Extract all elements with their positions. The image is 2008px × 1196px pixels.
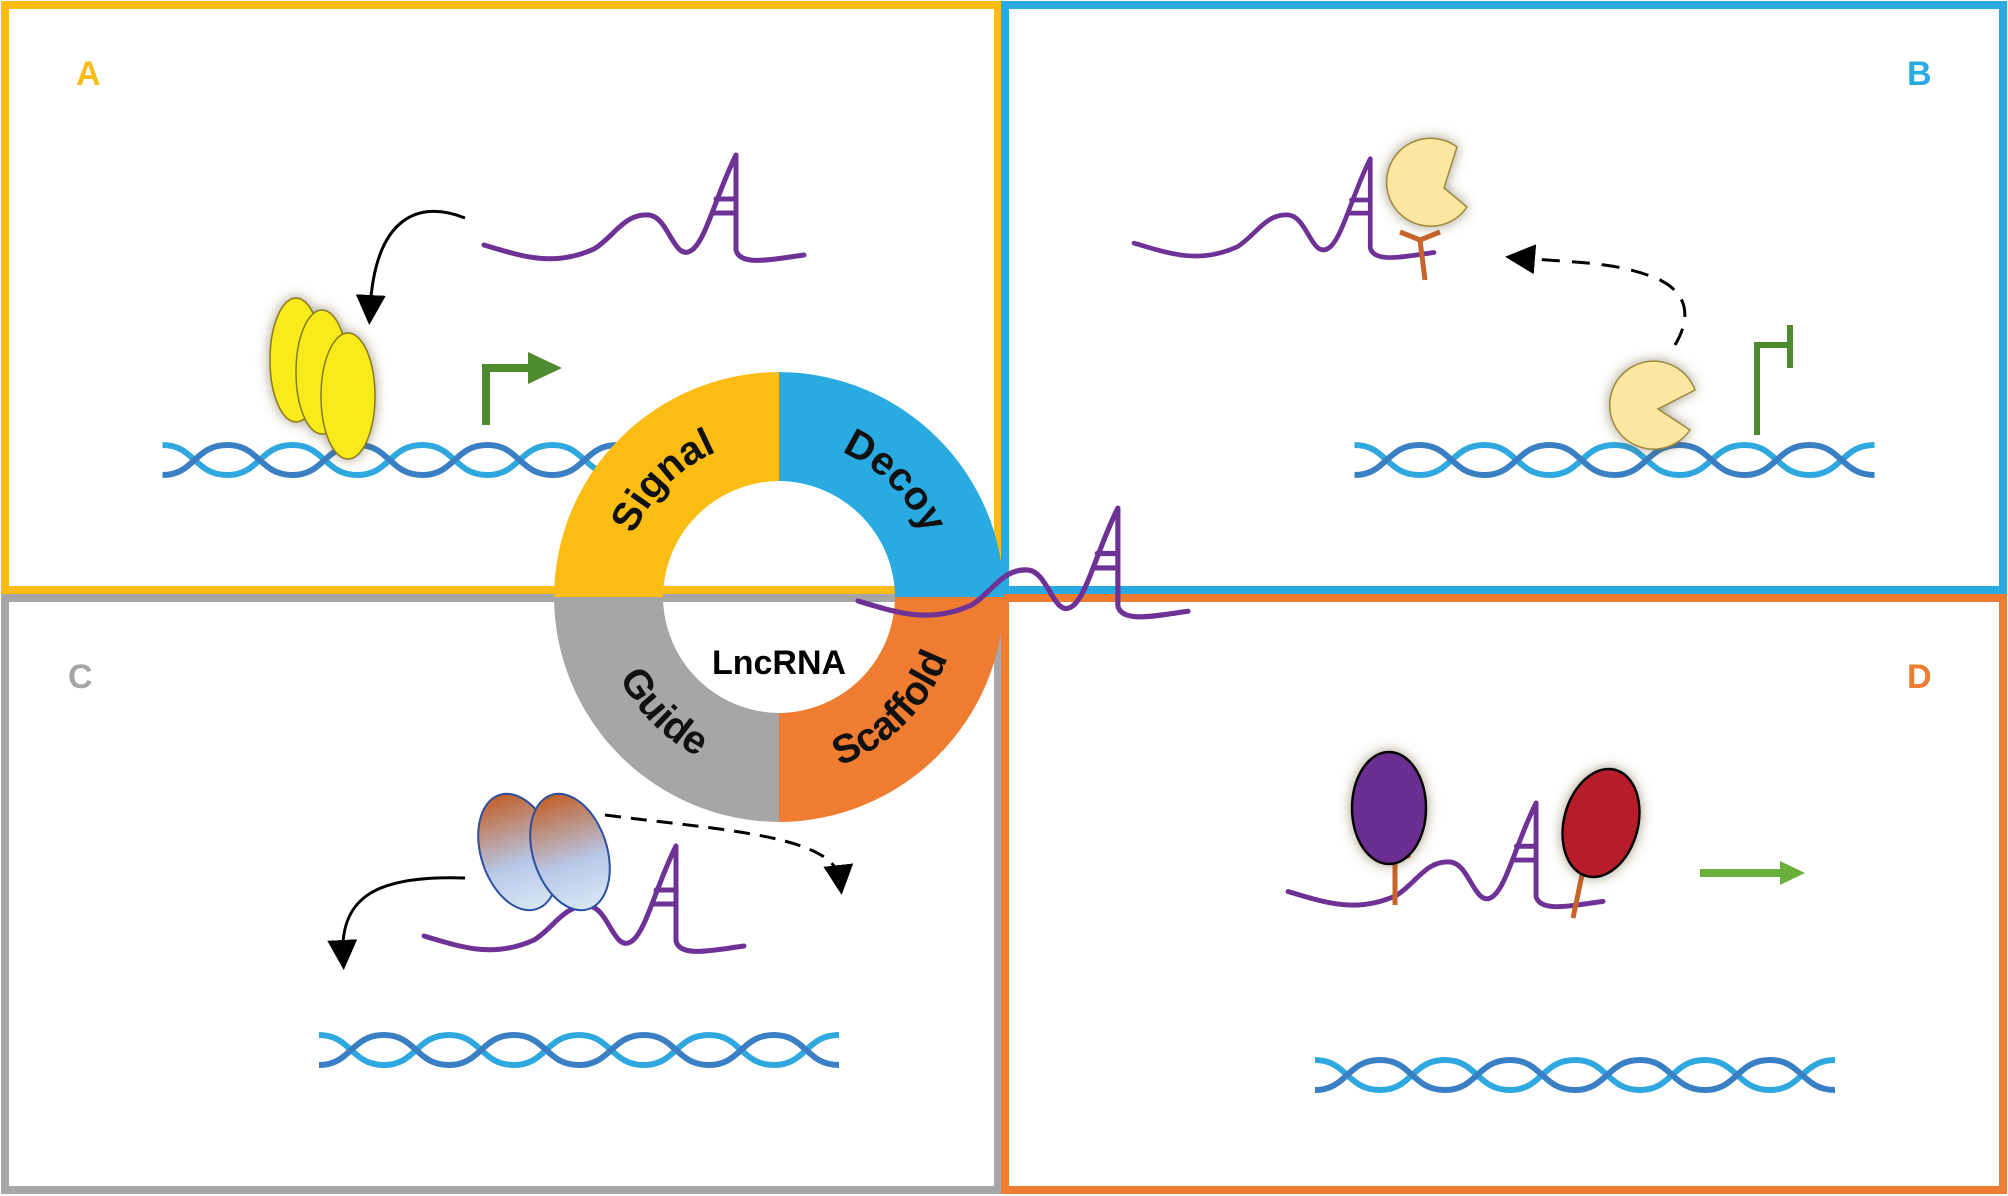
rna-molecule-d xyxy=(1288,803,1603,907)
transcription-factor-cluster xyxy=(269,297,376,460)
panel-a-frame xyxy=(1,1,1002,594)
panel-b-decoy-illustration xyxy=(1134,137,1875,475)
panel-c-letter: C xyxy=(68,658,93,696)
panel-b-frame xyxy=(1001,1,2007,594)
panel-c-guide-illustration xyxy=(319,792,854,1065)
panel-a-signal-illustration xyxy=(163,155,805,475)
dna-helix-d xyxy=(1315,1060,1835,1090)
guide-right-arrow xyxy=(604,813,854,895)
center-label: LncRNA xyxy=(712,644,846,682)
panel-d-frame xyxy=(1001,594,2007,1194)
scaffold-linker-right xyxy=(1570,874,1585,919)
activation-arrow-d xyxy=(1700,861,1805,885)
dna-helix-c xyxy=(319,1035,839,1065)
sequester-arrow-b xyxy=(1505,244,1687,346)
scaffold-protein-purple xyxy=(1350,750,1428,866)
guide-left-arrow xyxy=(327,876,466,970)
blocked-promoter-b xyxy=(1754,325,1793,435)
panel-a-letter: A xyxy=(76,55,101,93)
panel-b-letter: B xyxy=(1907,55,1932,93)
panel-c-frame xyxy=(1,594,1002,1194)
ring-segment-decoy xyxy=(779,372,1004,597)
dna-helix-b xyxy=(1355,445,1875,475)
decoy-free-protein xyxy=(1609,360,1696,450)
ring-segment-scaffold xyxy=(779,597,1004,822)
panel-d-letter: D xyxy=(1907,658,1932,696)
decoy-bound-protein xyxy=(1385,137,1469,227)
recruit-arrow-a xyxy=(355,209,466,325)
ring-segment-guide xyxy=(554,597,779,822)
guide-protein-complex xyxy=(477,792,611,912)
rna-linker-b xyxy=(1399,229,1441,281)
promoter-arrow-a xyxy=(482,352,562,425)
panel-d-scaffold-illustration xyxy=(1288,750,1835,1090)
rna-molecule-a xyxy=(484,155,804,260)
scaffold-protein-red xyxy=(1561,767,1641,879)
ring-segment-signal xyxy=(554,372,779,597)
